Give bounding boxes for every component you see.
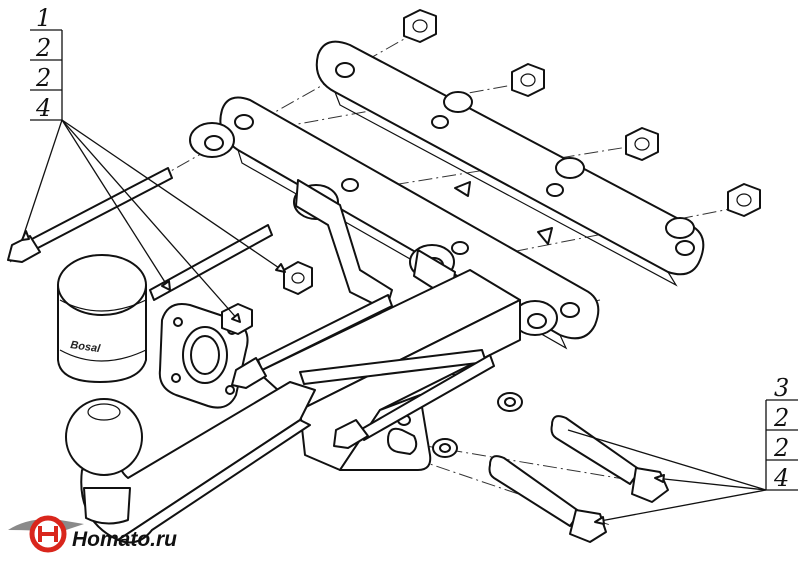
loose-bolts	[488, 415, 669, 543]
callout-right-label-2: 2	[773, 404, 789, 432]
arrowhead	[231, 313, 241, 323]
logo-text: Homato.ru	[72, 528, 177, 551]
homato-logo-icon: Homato.ru	[8, 515, 177, 553]
washer-icon	[497, 392, 523, 412]
hex-bolt-icon	[333, 354, 495, 449]
hex-bolt-icon	[7, 167, 173, 263]
hex-nut-icon	[403, 9, 437, 43]
washer-icon	[189, 122, 235, 158]
ball-cover-cap: Bosal	[57, 254, 147, 383]
arrowhead	[275, 263, 286, 273]
leader-line	[567, 429, 767, 491]
tow-ball-icon	[65, 381, 316, 544]
hex-bolt-icon	[550, 415, 669, 503]
callout-left-label-2: 2	[35, 34, 51, 62]
leader-line	[61, 119, 241, 323]
callout-right-label-1: 3	[774, 374, 789, 402]
arrowhead	[594, 516, 605, 525]
arrowhead	[161, 280, 171, 291]
arrowhead	[21, 230, 30, 241]
callout-right-label-3: 2	[773, 434, 789, 462]
ball-cover-brand: Bosal	[70, 339, 102, 355]
arrowhead	[654, 474, 665, 483]
callout-left-label-3: 2	[35, 64, 51, 92]
callout-left-label-1: 1	[36, 4, 51, 32]
washer-icon	[512, 300, 558, 336]
washer-icon	[432, 438, 458, 458]
hex-bolt-icon	[149, 224, 273, 301]
callout-left: 1 2 2 4	[21, 4, 286, 323]
nuts	[221, 9, 761, 335]
hex-nut-icon	[283, 261, 313, 295]
leader-line	[61, 119, 286, 273]
leader-line	[21, 119, 63, 241]
callout-left-label-4: 4	[35, 94, 51, 122]
leader-line	[61, 119, 171, 291]
upper-mounting-bar	[315, 40, 705, 287]
leader-line	[654, 477, 767, 491]
callout-right: 3 2 2 4	[567, 374, 798, 525]
leader-line	[594, 489, 767, 523]
hex-bolt-icon	[231, 294, 393, 389]
callout-right-label-4: 4	[773, 464, 789, 492]
hex-nut-icon	[511, 63, 545, 97]
hex-nut-icon	[625, 127, 659, 161]
long-bolts	[7, 167, 495, 449]
hex-bolt-icon	[488, 455, 607, 543]
hex-nut-icon	[727, 183, 761, 217]
